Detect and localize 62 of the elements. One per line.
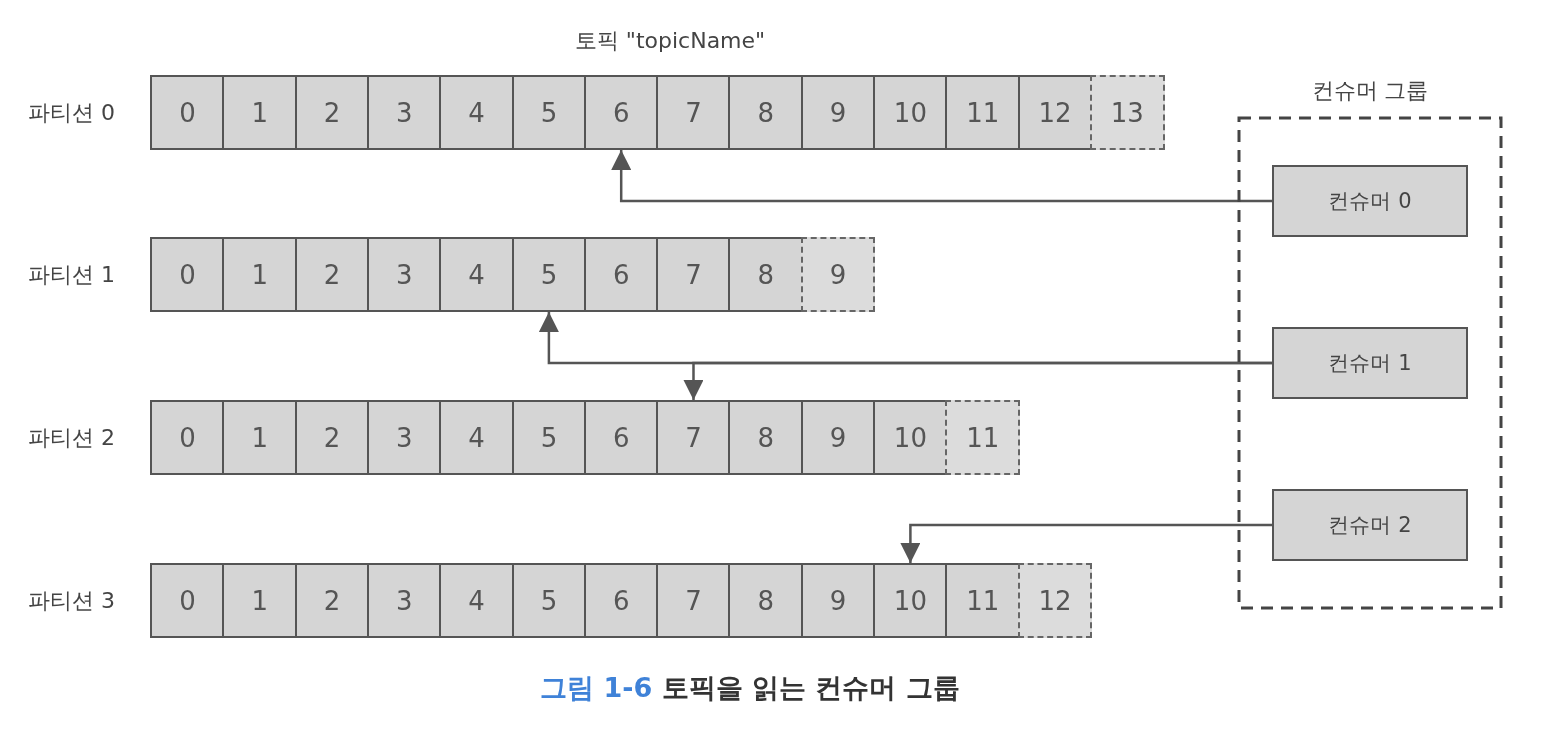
- next-offset-cell: 12: [1017, 563, 1093, 638]
- offset-cell: 8: [728, 563, 804, 638]
- topic-label: 토픽 "topicName": [573, 27, 767, 55]
- offset-cell: 4: [439, 75, 514, 150]
- offset-cell: 10: [873, 400, 948, 475]
- offset-cell: 9: [800, 563, 876, 638]
- offset-cell: 10: [873, 563, 948, 638]
- offset-cell: 4: [439, 400, 514, 475]
- offset-cell: 2: [294, 400, 370, 475]
- offset-cell: 3: [366, 237, 442, 312]
- offset-cell: 7: [656, 400, 731, 475]
- offset-cell: 6: [583, 400, 659, 475]
- next-offset-cell: 11: [945, 400, 1021, 475]
- arrow: [683, 361, 1272, 400]
- offset-cell: 2: [294, 563, 370, 638]
- offset-cell: 0: [150, 563, 225, 638]
- offset-cell: 1: [222, 563, 298, 638]
- offset-cell: 1: [222, 400, 298, 475]
- offset-cell: 6: [583, 237, 659, 312]
- offset-cell: 3: [366, 75, 442, 150]
- figure-caption: 그림 1-6 토픽을 읽는 컨슈머 그룹: [539, 671, 961, 705]
- offset-cell: 3: [366, 400, 442, 475]
- offset-cell: 5: [511, 237, 587, 312]
- offset-cell: 2: [294, 237, 370, 312]
- offset-cell: 0: [150, 75, 225, 150]
- offset-cell: 7: [656, 75, 731, 150]
- offset-cell: 4: [439, 237, 514, 312]
- arrow: [900, 523, 1272, 563]
- next-offset-cell: 9: [800, 237, 876, 312]
- offset-cell: 4: [439, 563, 514, 638]
- partition-label: 파티션 0: [28, 99, 115, 127]
- consumer-box: 컨슈머 1: [1272, 327, 1468, 399]
- offset-cell: 0: [150, 400, 225, 475]
- offset-cell: 10: [873, 75, 948, 150]
- offset-cell: 5: [511, 400, 587, 475]
- consumer-box: 컨슈머 2: [1272, 489, 1468, 561]
- group-heading: 컨슈머 그룹: [1310, 77, 1430, 105]
- offset-cell: 1: [222, 237, 298, 312]
- partition-label: 파티션 1: [28, 261, 115, 289]
- offset-cell: 3: [366, 563, 442, 638]
- offset-cell: 7: [656, 563, 731, 638]
- offset-cell: 6: [583, 563, 659, 638]
- next-offset-cell: 13: [1089, 75, 1165, 150]
- offset-cell: 2: [294, 75, 370, 150]
- partition-label: 파티션 2: [28, 424, 115, 452]
- offset-cell: 7: [656, 237, 731, 312]
- offset-cell: 8: [728, 400, 804, 475]
- offset-cell: 11: [945, 563, 1021, 638]
- partition-label: 파티션 3: [28, 587, 115, 615]
- arrow: [611, 150, 1272, 203]
- offset-cell: 12: [1017, 75, 1093, 150]
- offset-cell: 9: [800, 400, 876, 475]
- offset-cell: 5: [511, 75, 587, 150]
- offset-cell: 5: [511, 563, 587, 638]
- offset-cell: 6: [583, 75, 659, 150]
- offset-cell: 0: [150, 237, 225, 312]
- consumer-box: 컨슈머 0: [1272, 165, 1468, 237]
- offset-cell: 8: [728, 75, 804, 150]
- offset-cell: 1: [222, 75, 298, 150]
- offset-cell: 11: [945, 75, 1021, 150]
- offset-cell: 9: [800, 75, 876, 150]
- offset-cell: 8: [728, 237, 804, 312]
